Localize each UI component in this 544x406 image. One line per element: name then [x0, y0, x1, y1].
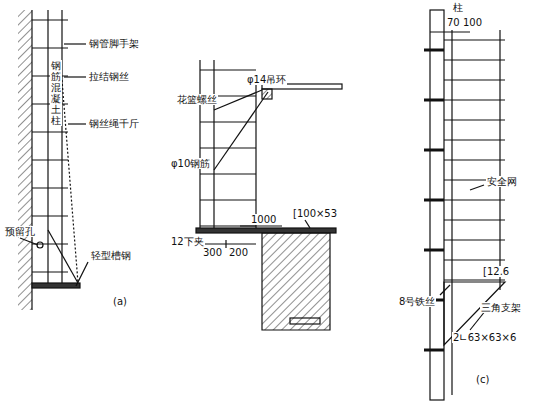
scaffold-rung [200, 199, 256, 200]
scaffold-rung [32, 159, 68, 160]
clamp-detail [290, 318, 320, 324]
part-label: 1000 [250, 214, 277, 225]
scaffold-rung [444, 59, 505, 60]
scaffold-pole [213, 60, 214, 230]
leader [76, 262, 88, 286]
scaffold-rung [444, 119, 505, 120]
part-label: 钢丝绳千斤 [88, 118, 140, 129]
dimension-line [430, 31, 470, 32]
scaffold-rung [444, 239, 505, 240]
leader [64, 43, 86, 44]
scaffold-rung [200, 173, 256, 174]
steel-bar [214, 92, 268, 170]
dimension-line [240, 225, 282, 226]
outrigger [424, 249, 444, 252]
building-section [262, 233, 330, 330]
part-label: 12下夹 [170, 236, 205, 247]
scaffold-rung [444, 159, 505, 160]
part-label: 轻型槽钢 [90, 250, 132, 261]
part-label: 花篮螺丝 [176, 94, 218, 105]
outrigger [424, 49, 444, 52]
part-label: 柱 [452, 2, 464, 13]
channel-steel [32, 283, 80, 288]
scaffold-rung [200, 147, 256, 148]
scaffold-rung [444, 139, 505, 140]
dimension-tick [225, 240, 226, 248]
leader [470, 310, 486, 330]
part-label: 100 [462, 17, 483, 28]
part-label: [100×53 [292, 208, 338, 219]
scaffold-rung [32, 47, 68, 48]
scaffold-rung [444, 259, 505, 260]
part-label: 三角支架 [480, 302, 522, 313]
part-label: 200 [228, 247, 249, 258]
part-label: (c) [475, 374, 490, 385]
part-label: φ10钢筋 [170, 158, 211, 169]
scaffold-rung [32, 19, 68, 20]
outrigger [424, 199, 444, 202]
scaffold-rung [32, 131, 68, 132]
scaffold-pole [255, 85, 256, 230]
scaffold-rung [444, 39, 505, 40]
part-label: 300 [202, 247, 223, 258]
leader [68, 123, 86, 124]
outrigger [424, 99, 444, 102]
outrigger [424, 149, 444, 152]
part-label: (a) [112, 296, 128, 307]
part-label: 拉结钢丝 [88, 71, 130, 82]
part-label: 预留孔 [4, 226, 36, 237]
scaffold-rung [444, 99, 505, 100]
leader [20, 238, 38, 245]
part-label: 安全网 [486, 176, 518, 187]
wire-rope [62, 80, 78, 283]
part-label: φ14吊环 [246, 74, 287, 85]
scaffold-pole [199, 60, 200, 230]
scaffold-rung [32, 215, 68, 216]
column [430, 10, 444, 400]
part-label: [12.6 [482, 266, 510, 277]
part-label: 8号铁丝 [398, 296, 436, 307]
scaffold-rung [444, 79, 505, 80]
scaffold-rung [444, 199, 505, 200]
leader [64, 76, 86, 77]
scaffold-rung [32, 271, 68, 272]
wire-rope [48, 230, 78, 283]
scaffold-rung [444, 219, 505, 220]
vertical-label: 钢筋混凝土柱 [50, 60, 62, 126]
part-label: 70 [446, 17, 461, 28]
clamp [305, 220, 310, 228]
leader [470, 185, 484, 190]
turnbuckle-rod [214, 90, 262, 110]
platform-channel [196, 228, 336, 233]
scaffold-rung [200, 69, 256, 70]
scaffold-rung [444, 279, 505, 280]
scaffold-rung [32, 187, 68, 188]
part-label: 2∟63×63×6 [452, 332, 517, 343]
part-label: 钢管脚手架 [88, 38, 140, 49]
wall-hatch [18, 10, 32, 310]
leader [440, 285, 450, 295]
outrigger [424, 349, 444, 352]
